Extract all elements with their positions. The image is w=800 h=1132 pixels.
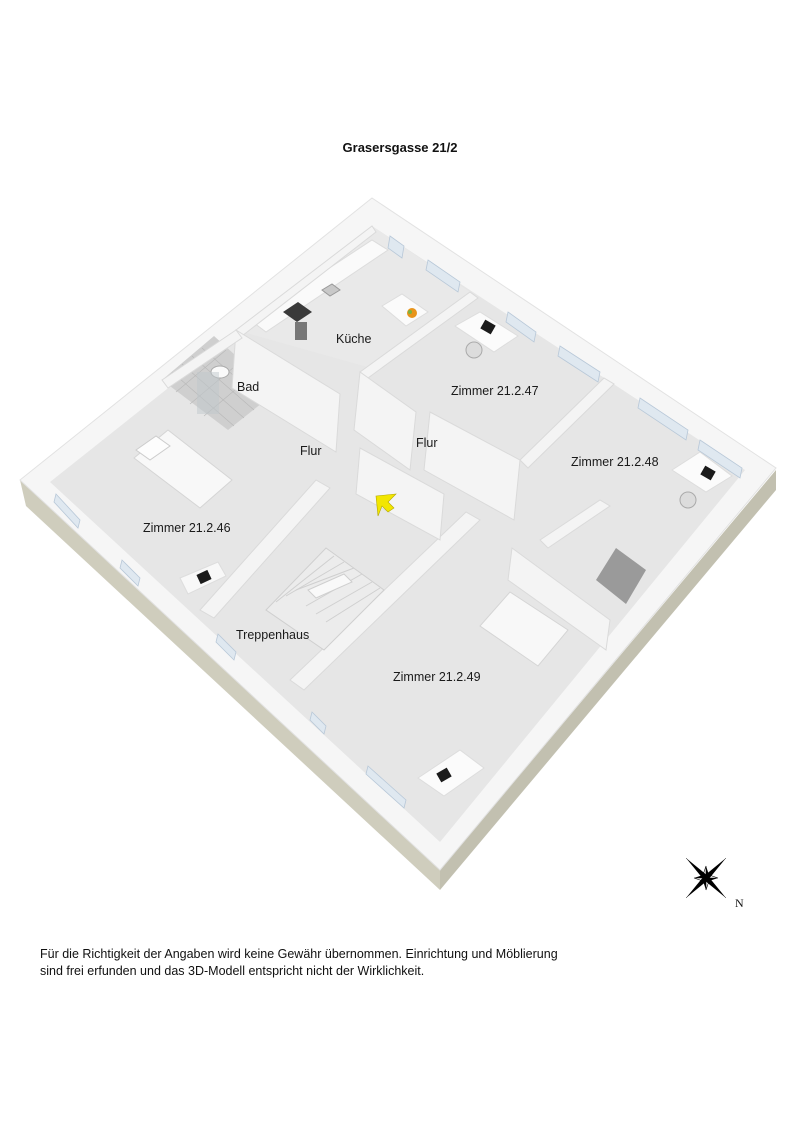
compass-north-label: N [735,896,744,910]
disclaimer-line-2: sind frei erfunden und das 3D-Modell ent… [40,964,425,978]
stove [283,302,312,322]
desk-49 [417,749,485,797]
interior-walls [161,225,615,691]
floor-plan-3d [19,197,777,890]
room-label-zimmer-49: Zimmer 21.2.49 [393,670,481,684]
chair-48 [679,491,697,509]
pillow-46 [135,435,171,461]
room-label-flur-right: Flur [416,436,438,450]
room-label-zimmer-48: Zimmer 21.2.48 [571,455,659,469]
desk-47 [454,311,519,353]
room-label-zimmer-46: Zimmer 21.2.46 [143,521,231,535]
sink [321,283,341,297]
disclaimer-line-1: Für die Richtigkeit der Angaben wird kei… [40,947,558,961]
dining-table [381,293,429,327]
location-marker-icon [375,493,397,517]
laptop-48 [700,465,716,481]
base-edge-right [440,470,776,890]
room-label-flur-left: Flur [300,444,322,458]
room-label-bad: Bad [237,380,260,394]
room-label-treppenhaus: Treppenhaus [236,628,310,642]
laptop-46 [196,569,212,585]
windows [53,235,743,809]
chair-47 [465,341,483,359]
base-edge-left [20,480,440,890]
room-label-zimmer-47: Zimmer 21.2.47 [451,384,539,398]
laptop-47 [480,319,496,335]
oven [295,322,307,340]
shower-glass [197,372,219,414]
compass-rose-icon [685,857,727,899]
beanbag-48 [596,548,646,604]
disclaimer-text: Für die Richtigkeit der Angaben wird kei… [40,946,640,980]
room-label-kueche: Küche [336,332,372,346]
staircase [265,547,385,651]
laptop-49 [436,767,452,783]
plan-title: Grasersgasse 21/2 [342,140,458,155]
bed-49 [479,591,569,667]
